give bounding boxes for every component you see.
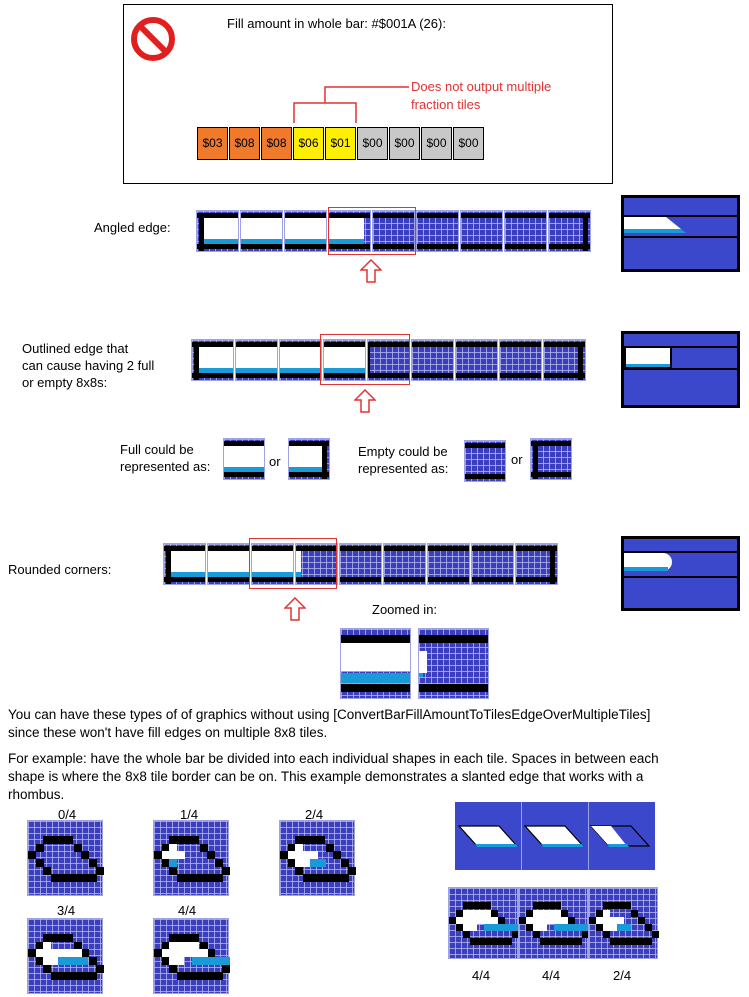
angled-highlight-box [328,207,416,255]
bar-tile [383,543,426,585]
bar-tile [207,543,250,585]
zoomed-tile [418,628,489,699]
paragraph-2-line3: rhombus. [8,787,65,802]
paragraph-2-line1: For example: have the whole bar be divid… [8,751,659,766]
bar-tile [464,440,506,482]
bottom-label: 4/4 [542,968,561,983]
outlined-highlight-box [320,334,410,385]
up-arrow-icon [354,389,376,413]
bar-tile [372,210,415,252]
bar-tile [543,339,586,381]
outlined-label-l1: Outlined edge that [22,341,129,356]
bar-tile [279,339,322,381]
bar-tile [196,210,239,252]
fraction-label: 4/4 [178,903,197,918]
rhombus-tile [27,820,104,896]
fill-value-cell: $01 [325,127,356,160]
bar-tile [455,339,498,381]
fill-amount-title: Fill amount in whole bar: #$001A (26): [227,16,446,31]
or-text: or [269,454,281,469]
up-arrow-icon [360,259,382,283]
paragraph-1-line2: since these won't have fill edges on mul… [8,725,328,740]
fill-value-cell: $00 [357,127,388,160]
rhombus-tile [27,918,104,994]
bar-tile [235,339,278,381]
bar-tile [223,438,265,480]
bar-tile [328,210,371,252]
example-box: Fill amount in whole bar: #$001A (26): D… [123,4,613,184]
note-line2: fraction tiles [411,97,481,112]
rounded-corners-label: Rounded corners: [8,562,112,577]
zoomed-in-label: Zoomed in: [372,602,438,617]
bar-tile [411,339,454,381]
bottom-label: 2/4 [613,968,632,983]
bar-tile [240,210,283,252]
bar-tile [499,339,542,381]
bar-tile [460,210,503,252]
rhombus-tile [279,820,356,896]
bar-tile [504,210,547,252]
rhombus-bar-tile [588,887,659,959]
fraction-label: 0/4 [58,807,77,822]
outlined-label-l2: can cause having 2 full [22,358,155,373]
fill-value-cell: $00 [389,127,420,160]
empty-label-l2: represented as: [358,461,449,476]
bar-tile [251,543,294,585]
rhombus-tile [153,820,230,896]
angled-preview-panel [621,195,740,272]
rhombus-bar-tile [448,887,519,959]
outlined-label-l3: or empty 8x8s: [22,375,108,390]
fill-value-cell: $03 [197,127,228,160]
note-line1: Does not output multiple [411,79,552,94]
bar-tile [295,543,338,585]
fill-value-cell: $06 [293,127,324,160]
rounded-preview-panel [621,536,740,611]
fraction-label: 3/4 [57,903,76,918]
bar-tile [284,210,327,252]
paragraph-2-line2: shape is where the 8x8 tile border can b… [8,769,644,784]
bar-tile [191,339,234,381]
zoomed-tile [340,628,411,699]
angled-edge-label: Angled edge: [94,220,171,235]
outlined-preview-panel [621,331,740,408]
fraction-label: 2/4 [305,807,324,822]
bar-tile [367,339,410,381]
bar-tile [471,543,514,585]
bracket-annotation [293,86,409,123]
bar-tile [323,339,366,381]
bar-tile [288,438,330,480]
up-arrow-icon [284,597,306,621]
full-label-l2: represented as: [120,459,211,474]
rounded-highlight-box [249,538,337,589]
bar-tile [530,438,572,480]
paragraph-1-line1: You can have these types of of graphics … [8,707,651,722]
bottom-label: 4/4 [472,968,491,983]
bar-tile [339,543,382,585]
bar-tile [548,210,591,252]
rhombus-bar-tile [518,887,589,959]
rhombus-tile [153,918,230,994]
fill-value-cell: $00 [421,127,452,160]
full-label-l1: Full could be [120,442,194,457]
bar-tile [427,543,470,585]
prohibited-icon [131,17,175,61]
fill-value-cell: $08 [229,127,260,160]
fraction-label: 1/4 [180,807,199,822]
bar-tile [515,543,558,585]
empty-label-l1: Empty could be [358,444,448,459]
bar-tile [163,543,206,585]
bar-tile [416,210,459,252]
fill-value-cell: $00 [453,127,484,160]
fill-value-cell: $08 [261,127,292,160]
rhombus-preview-bar [455,802,655,870]
or-text: or [511,452,523,467]
